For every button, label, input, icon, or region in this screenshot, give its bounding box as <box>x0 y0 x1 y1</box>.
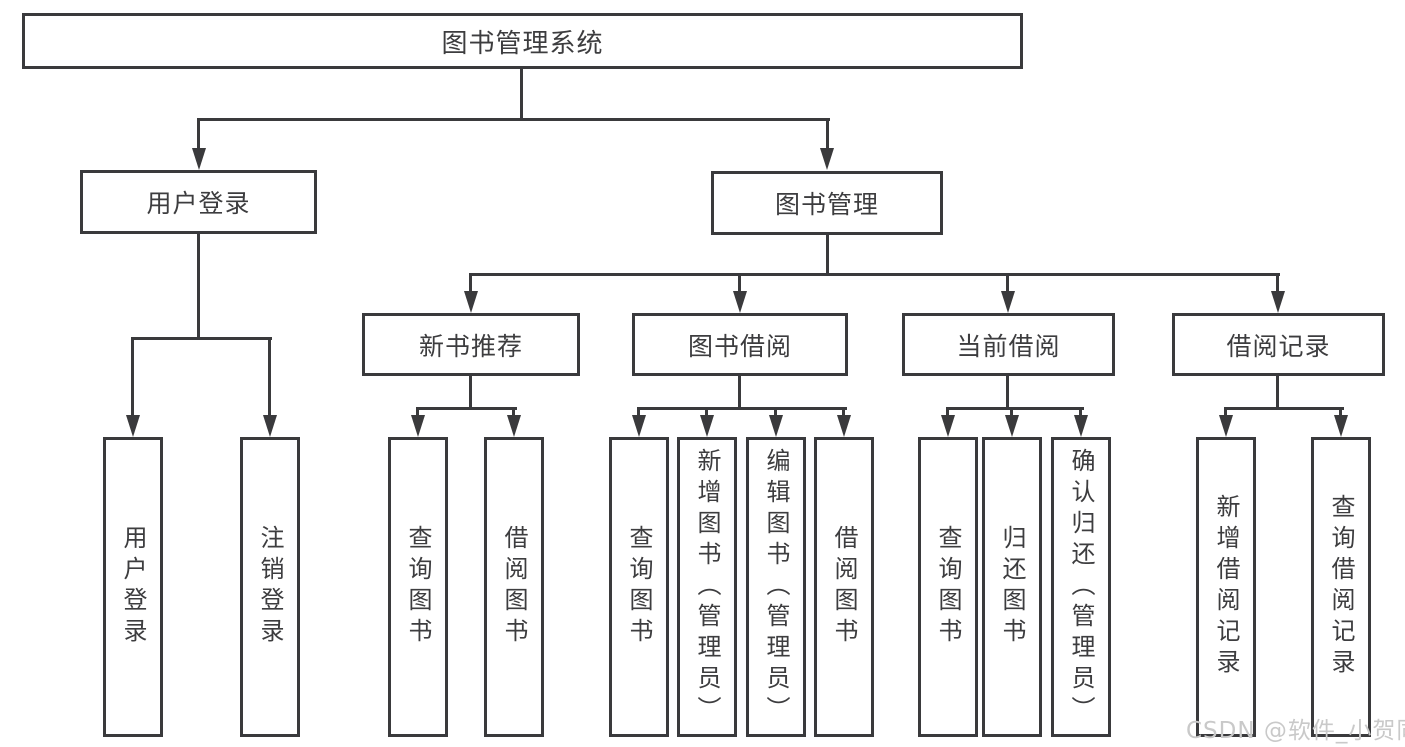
leaf-confirm-return-admin: 确认归还（管理员） <box>1051 437 1111 737</box>
leaf-label: 借阅图书 <box>500 525 528 649</box>
connector-user-rail <box>131 337 272 340</box>
arrowhead-icon <box>837 415 851 437</box>
arrowhead-icon <box>1219 415 1233 437</box>
arrowhead-icon <box>263 415 277 437</box>
leaf-borrow-books: 借阅图书 <box>814 437 874 737</box>
node-label: 图书管理 <box>774 190 879 219</box>
leaf-label: 查询图书 <box>404 525 432 649</box>
connector-drop-leaf <box>1010 407 1013 415</box>
arrowhead-icon <box>192 148 206 170</box>
leaf-borrow-books-recommend: 借阅图书 <box>484 437 544 737</box>
connector-drop-leaf-login <box>131 337 134 415</box>
arrowhead-icon <box>507 415 521 437</box>
connector-drop-leaf <box>1079 407 1082 415</box>
leaf-query-books-recommend: 查询图书 <box>388 437 448 737</box>
connector-current-stem <box>1006 376 1009 407</box>
node-label: 新书推荐 <box>418 331 523 361</box>
node-book-management: 图书管理 <box>711 171 943 235</box>
connector-root-stem <box>520 68 523 118</box>
connector-root-rail <box>197 118 830 121</box>
node-label: 当前借阅 <box>956 331 1061 361</box>
arrowhead-icon <box>464 291 478 313</box>
leaf-query-books-borrow: 查询图书 <box>609 437 669 737</box>
arrowhead-icon <box>941 415 955 437</box>
connector-drop-book-borrow <box>738 273 741 291</box>
arrowhead-icon <box>1334 415 1348 437</box>
leaf-user-login: 用户登录 <box>103 437 163 737</box>
connector-drop-book-management <box>826 118 829 148</box>
leaf-add-book-admin: 新增图书（管理员） <box>677 437 737 737</box>
leaf-query-borrow-record: 查询借阅记录 <box>1311 437 1371 737</box>
connector-drop-borrow-records <box>1276 273 1279 291</box>
connector-drop-leaf <box>946 407 949 415</box>
node-new-book-recommend: 新书推荐 <box>362 313 580 376</box>
leaf-logout: 注销登录 <box>240 437 300 737</box>
leaf-edit-book-admin: 编辑图书（管理员） <box>746 437 806 737</box>
node-label: 图书管理系统 <box>441 28 604 59</box>
arrowhead-icon <box>769 415 783 437</box>
connector-recommend-rail <box>416 407 517 410</box>
node-label: 借阅记录 <box>1226 331 1331 361</box>
connector-drop-leaf <box>1339 407 1342 415</box>
connector-drop-leaf <box>637 407 640 415</box>
connector-drop-leaf <box>512 407 515 415</box>
connector-current-rail <box>946 407 1084 410</box>
connector-drop-leaf-logout <box>268 337 271 415</box>
connector-recommend-stem <box>469 376 472 407</box>
arrowhead-icon <box>1074 415 1088 437</box>
connector-drop-leaf <box>705 407 708 415</box>
node-library-system: 图书管理系统 <box>22 13 1023 69</box>
connector-drop-leaf <box>1224 407 1227 415</box>
arrowhead-icon <box>1005 415 1019 437</box>
leaf-label: 借阅图书 <box>830 525 858 649</box>
leaf-label: 新增借阅记录 <box>1212 494 1240 680</box>
node-label: 图书借阅 <box>687 331 792 361</box>
leaf-label: 新增图书（管理员） <box>693 447 721 727</box>
leaf-add-borrow-record: 新增借阅记录 <box>1196 437 1256 737</box>
connector-drop-leaf <box>774 407 777 415</box>
node-book-borrow: 图书借阅 <box>632 313 848 376</box>
node-label: 用户登录 <box>146 189 251 218</box>
arrowhead-icon <box>632 415 646 437</box>
arrowhead-icon <box>1001 291 1015 313</box>
connector-borrow-stem <box>738 376 741 407</box>
connector-drop-recommend <box>469 273 472 291</box>
leaf-label: 编辑图书（管理员） <box>762 447 790 727</box>
arrowhead-icon <box>126 415 140 437</box>
connector-records-stem <box>1276 376 1279 407</box>
arrowhead-icon <box>700 415 714 437</box>
arrowhead-icon <box>1271 291 1285 313</box>
csdn-watermark: CSDN @软件_小贺同学 <box>1186 718 1405 744</box>
connector-mgmt-rail <box>469 273 1280 276</box>
leaf-label: 查询借阅记录 <box>1327 494 1355 680</box>
leaf-label: 确认归还（管理员） <box>1067 447 1095 727</box>
node-user-login: 用户登录 <box>80 170 317 234</box>
connector-drop-leaf <box>416 407 419 415</box>
connector-drop-user-login <box>197 118 200 148</box>
connector-drop-current-borrow <box>1006 273 1009 291</box>
leaf-label: 查询图书 <box>625 525 653 649</box>
leaf-label: 查询图书 <box>934 525 962 649</box>
leaf-query-books-current: 查询图书 <box>918 437 978 737</box>
arrowhead-icon <box>411 415 425 437</box>
connector-records-rail <box>1224 407 1344 410</box>
leaf-label: 注销登录 <box>256 525 284 649</box>
leaf-label: 用户登录 <box>119 525 147 649</box>
node-borrow-records: 借阅记录 <box>1172 313 1385 376</box>
node-current-borrow: 当前借阅 <box>902 313 1115 376</box>
leaf-return-books: 归还图书 <box>982 437 1042 737</box>
connector-user-stem <box>197 234 200 337</box>
leaf-label: 归还图书 <box>998 525 1026 649</box>
connector-borrow-rail <box>637 407 847 410</box>
arrowhead-icon <box>733 291 747 313</box>
connector-drop-leaf <box>842 407 845 415</box>
arrowhead-icon <box>820 148 834 170</box>
connector-mgmt-stem <box>826 235 829 273</box>
